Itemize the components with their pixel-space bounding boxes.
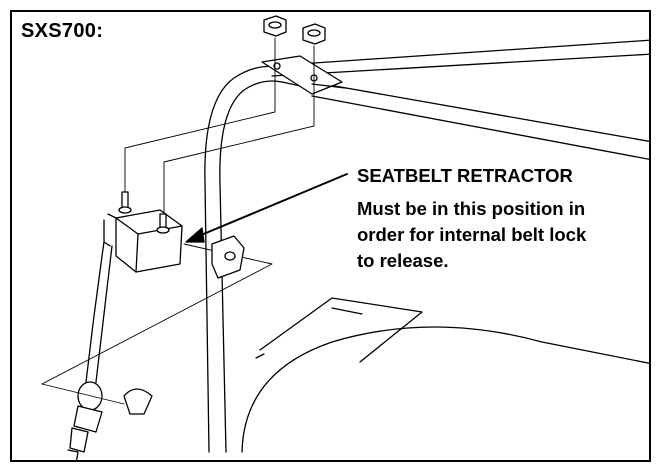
frame-nut-icon (124, 15, 326, 213)
callout-title: SEATBELT RETRACTOR (357, 165, 573, 186)
belt-webbing (81, 241, 113, 403)
roll-bar-bracket (211, 235, 245, 279)
seatbelt-retractor-icon (103, 191, 183, 273)
callout-note: Must be in this position in order for in… (357, 196, 649, 274)
model-label: SXS700: (21, 20, 104, 42)
seatbelt-diagram (41, 15, 649, 460)
callout-note-line: to release. (357, 250, 449, 271)
callout-arrow (185, 173, 348, 243)
seat-outline (241, 297, 649, 453)
buckle-icon (67, 381, 153, 460)
upper-frame (261, 39, 649, 160)
diagram-frame: SXS700: SEATBELT RETRACTOR Must be in th… (10, 10, 651, 462)
callout-note-line: order for internal belt lock (357, 224, 587, 245)
callout-note-line: Must be in this position in (357, 198, 586, 219)
